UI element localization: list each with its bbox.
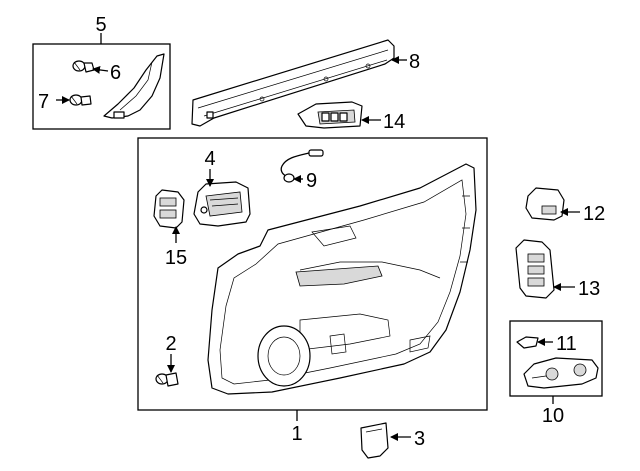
group-box-10 bbox=[509, 320, 603, 397]
small-cover-part bbox=[360, 422, 389, 459]
callout-15: 15 bbox=[165, 247, 187, 269]
callout-5: 5 bbox=[95, 14, 106, 36]
door-trim-panel-part bbox=[207, 163, 477, 395]
leader-lines bbox=[56, 33, 580, 441]
callout-8: 8 bbox=[409, 51, 420, 73]
master-switch-part bbox=[515, 239, 555, 299]
leader-6 bbox=[92, 65, 109, 74]
switch-bezel-part bbox=[297, 101, 363, 129]
callout-11: 11 bbox=[556, 333, 577, 355]
callout-labels: 5 6 7 8 14 4 9 15 2 1 3 12 13 11 10 bbox=[38, 14, 605, 450]
callout-12: 12 bbox=[583, 203, 605, 225]
corner-trim-part bbox=[103, 53, 165, 119]
group-box-1 bbox=[137, 137, 488, 411]
side-switch-part bbox=[153, 189, 185, 229]
switch-12-part bbox=[525, 187, 565, 221]
inside-handle-part bbox=[193, 181, 251, 227]
lens-11-part bbox=[516, 336, 539, 349]
callout-3: 3 bbox=[414, 428, 425, 450]
courtesy-lamp-part bbox=[523, 357, 599, 389]
belt-moulding-part bbox=[191, 39, 395, 127]
callout-14: 14 bbox=[383, 111, 405, 133]
callout-13: 13 bbox=[578, 278, 600, 300]
callout-6: 6 bbox=[110, 62, 121, 84]
clip-2-part bbox=[155, 372, 179, 387]
callout-9: 9 bbox=[306, 170, 317, 192]
callout-10: 10 bbox=[542, 405, 564, 427]
callout-7: 7 bbox=[38, 91, 49, 113]
clip-7-part bbox=[69, 94, 92, 106]
callout-4: 4 bbox=[204, 148, 215, 170]
lamp-wire-part bbox=[280, 149, 324, 183]
callout-1: 1 bbox=[291, 423, 302, 445]
callout-2: 2 bbox=[165, 333, 176, 355]
clip-6-part bbox=[72, 60, 95, 73]
